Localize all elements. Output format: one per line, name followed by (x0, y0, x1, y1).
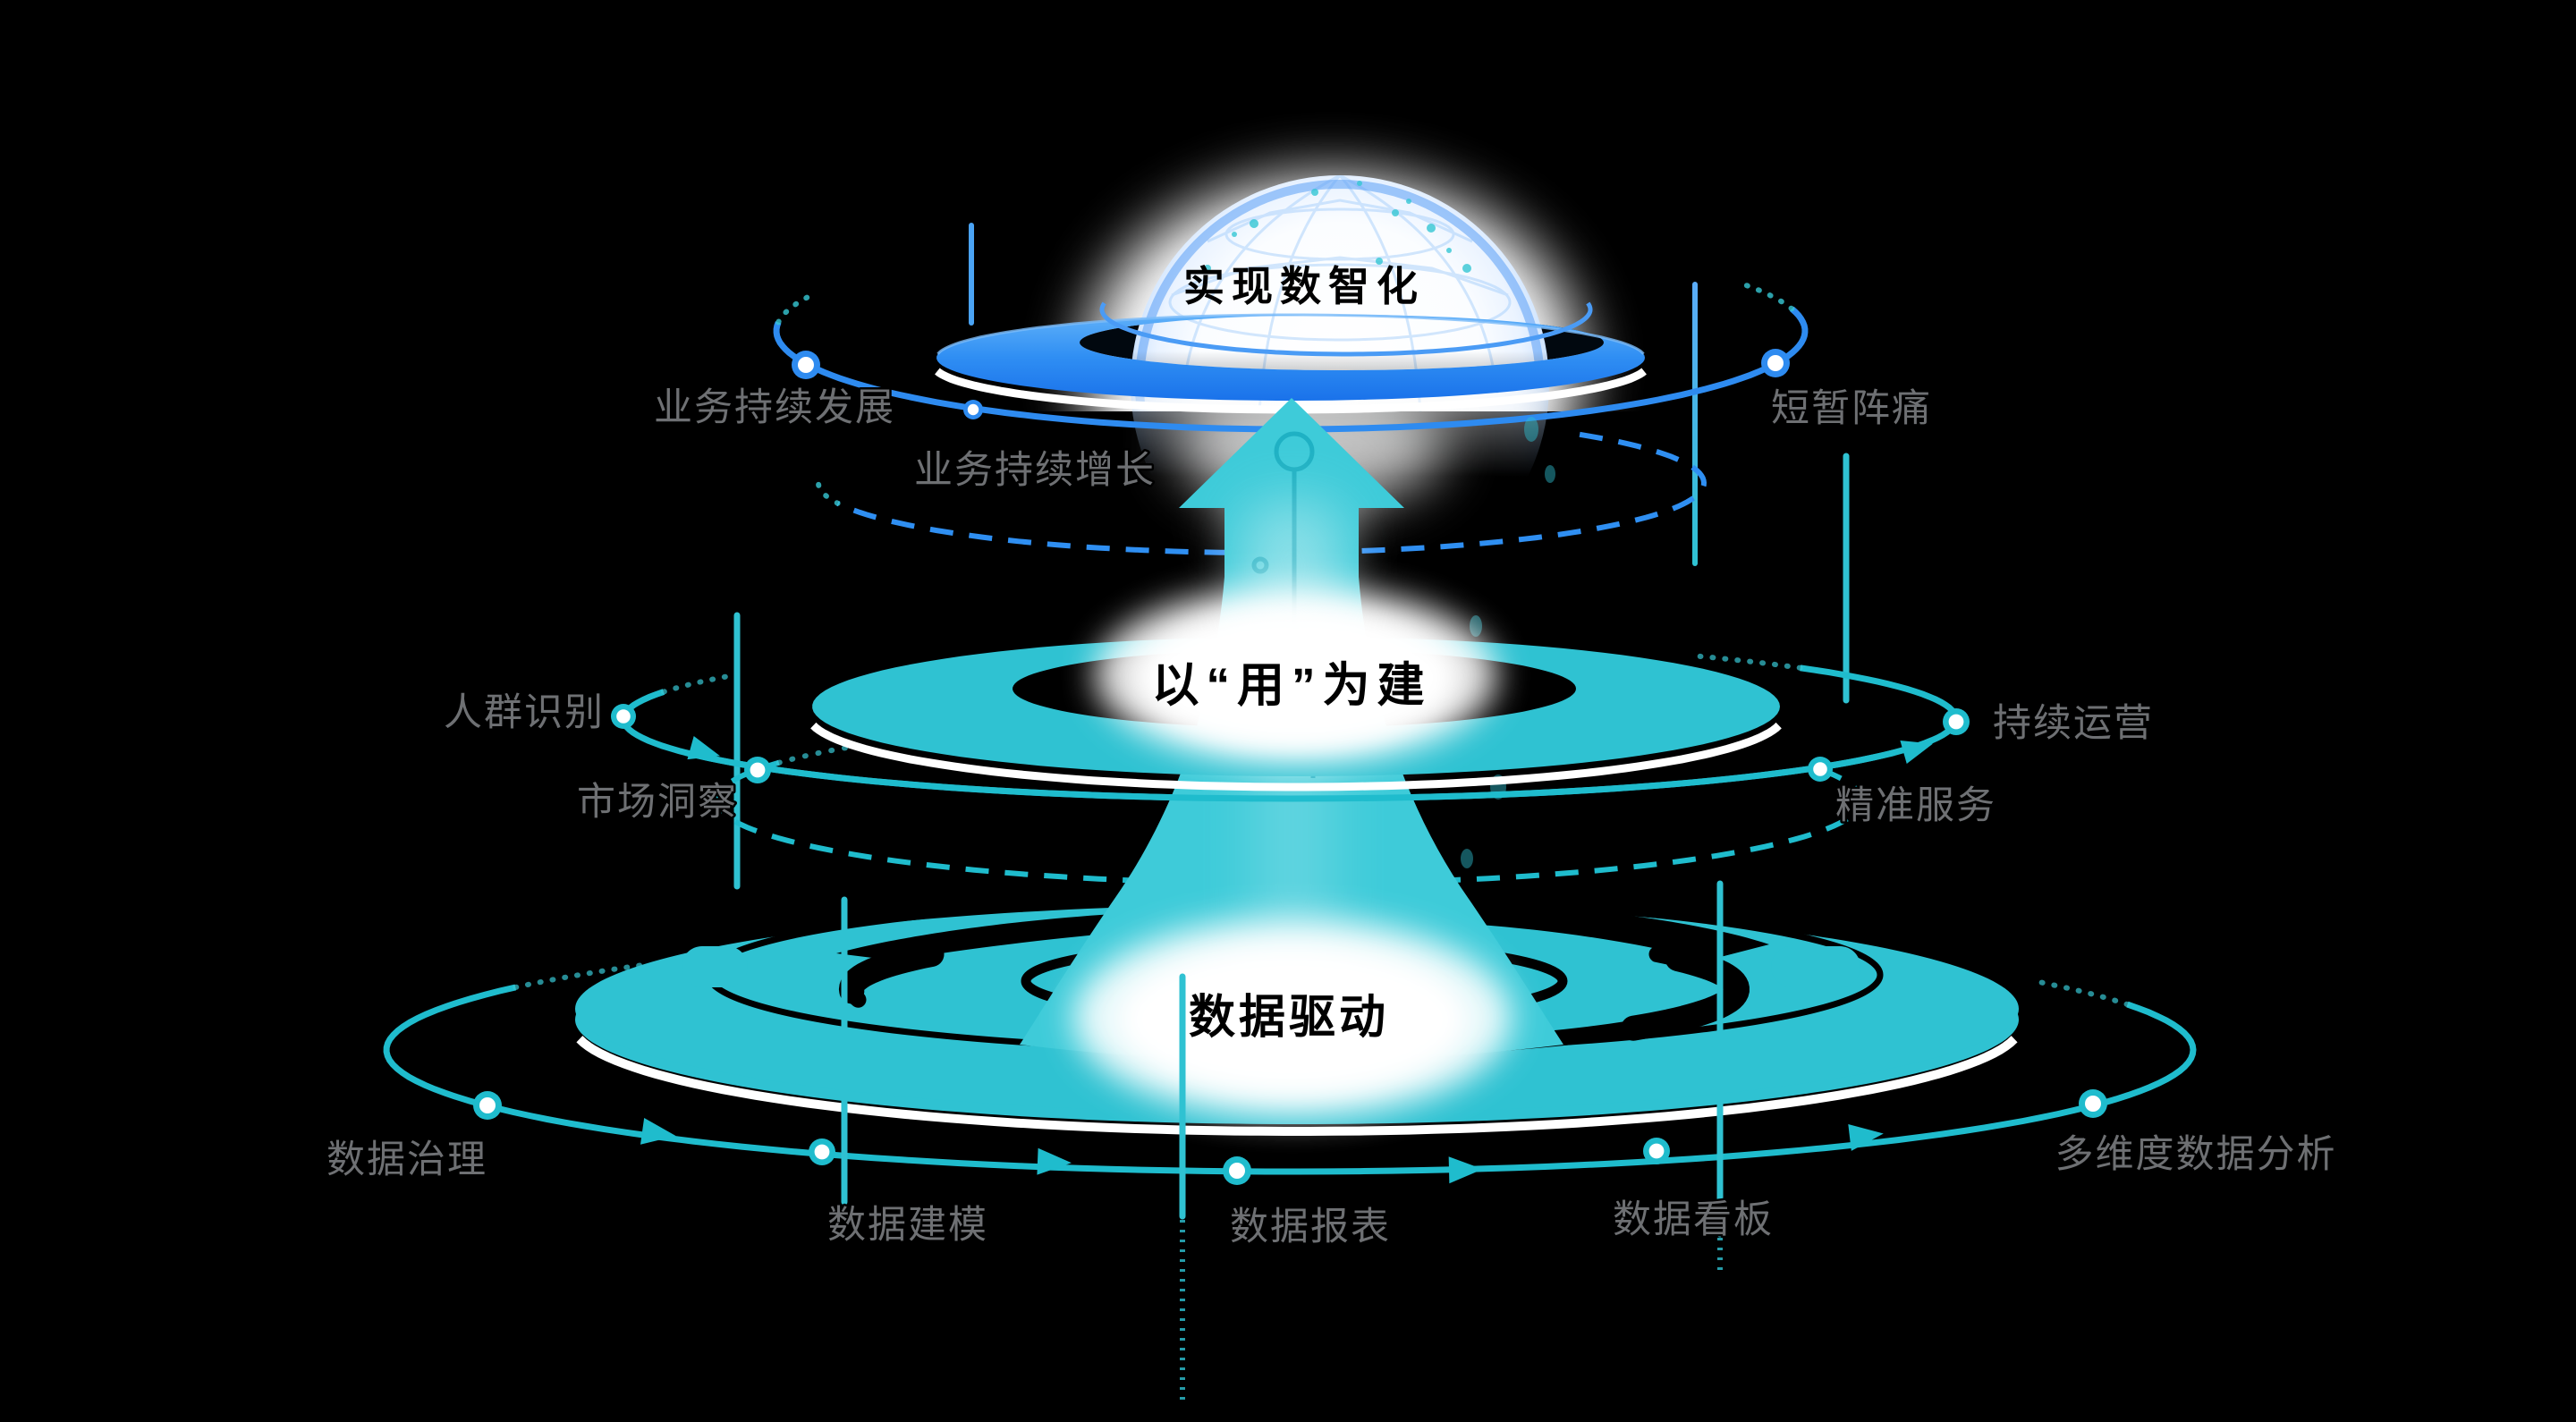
svg-text:数据看板: 数据看板 (1613, 1198, 1774, 1241)
svg-text:实现数智化: 实现数智化 (1183, 263, 1425, 309)
svg-text:市场洞察: 市场洞察 (577, 781, 738, 824)
svg-text:持续运营: 持续运营 (1993, 702, 2154, 745)
svg-text:精准服务: 精准服务 (1835, 784, 1996, 827)
svg-text:数据驱动: 数据驱动 (1189, 992, 1389, 1044)
svg-text:业务持续发展: 业务持续发展 (654, 386, 895, 429)
svg-text:短暂阵痛: 短暂阵痛 (1771, 387, 1932, 430)
svg-text:多维度数据分析: 多维度数据分析 (2055, 1133, 2337, 1176)
svg-text:数据治理: 数据治理 (326, 1138, 487, 1181)
svg-text:数据报表: 数据报表 (1230, 1206, 1391, 1248)
svg-text:数据建模: 数据建模 (827, 1204, 988, 1247)
svg-text:人群识别: 人群识别 (444, 691, 605, 734)
svg-text:业务持续增长: 业务持续增长 (914, 449, 1156, 492)
svg-text:以“用”为建: 以“用”为建 (1152, 659, 1432, 712)
